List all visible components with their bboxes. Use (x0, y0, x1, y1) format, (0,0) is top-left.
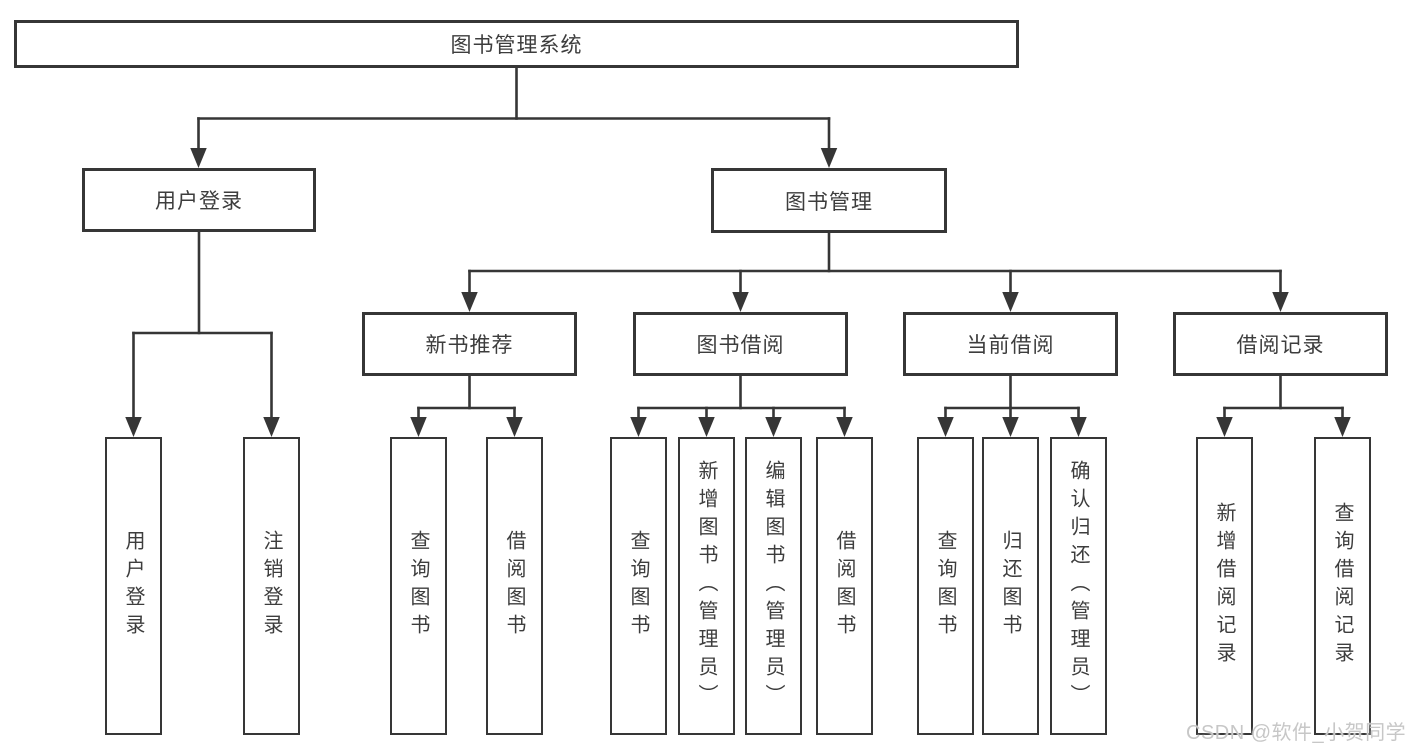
leaf-query-book-borrowing-label: 查询图书 (627, 530, 649, 642)
leaf-confirm-return-admin: 确认归还（管理员） (1050, 437, 1107, 735)
node-new-book-recommend-label: 新书推荐 (425, 334, 514, 357)
node-root: 图书管理系统 (14, 20, 1019, 68)
leaf-user-login-label: 用户登录 (122, 530, 144, 642)
leaf-confirm-return-admin-label: 确认归还（管理员） (1067, 460, 1089, 712)
leaf-borrow-book-borrowing-label: 借阅图书 (833, 530, 855, 642)
leaf-query-borrow-record-label: 查询借阅记录 (1331, 502, 1353, 670)
leaf-user-login: 用户登录 (105, 437, 162, 735)
node-user-login-label: 用户登录 (155, 190, 243, 213)
node-current-borrowing-label: 当前借阅 (966, 334, 1055, 357)
leaf-return-book-label: 归还图书 (999, 530, 1021, 642)
leaf-add-borrow-record-label: 新增借阅记录 (1213, 502, 1235, 670)
leaf-logout-label: 注销登录 (260, 530, 282, 642)
leaf-query-book-current: 查询图书 (917, 437, 974, 735)
leaf-query-book-current-label: 查询图书 (934, 530, 956, 642)
leaf-query-borrow-record: 查询借阅记录 (1314, 437, 1371, 735)
node-current-borrowing: 当前借阅 (903, 312, 1118, 376)
leaf-add-book-admin-label: 新增图书（管理员） (695, 460, 717, 712)
leaf-borrow-book-borrowing: 借阅图书 (816, 437, 873, 735)
leaf-add-book-admin: 新增图书（管理员） (678, 437, 735, 735)
watermark: CSDN @软件_小贺同学 (1186, 722, 1405, 744)
node-borrow-records-label: 借阅记录 (1236, 334, 1325, 357)
node-book-management-label: 图书管理 (785, 190, 873, 214)
node-user-login: 用户登录 (82, 168, 316, 232)
leaf-edit-book-admin: 编辑图书（管理员） (745, 437, 802, 735)
node-book-borrowing: 图书借阅 (633, 312, 848, 376)
node-book-borrowing-label: 图书借阅 (696, 334, 785, 357)
leaf-logout: 注销登录 (243, 437, 300, 735)
leaf-query-book-borrowing: 查询图书 (610, 437, 667, 735)
node-new-book-recommend: 新书推荐 (362, 312, 577, 376)
leaf-borrow-book-recommend-label: 借阅图书 (503, 530, 525, 642)
leaf-query-book-recommend-label: 查询图书 (407, 530, 429, 642)
leaf-add-borrow-record: 新增借阅记录 (1196, 437, 1253, 735)
leaf-edit-book-admin-label: 编辑图书（管理员） (762, 460, 784, 712)
node-root-label: 图书管理系统 (450, 34, 583, 57)
node-borrow-records: 借阅记录 (1173, 312, 1388, 376)
leaf-query-book-recommend: 查询图书 (390, 437, 447, 735)
leaf-borrow-book-recommend: 借阅图书 (486, 437, 543, 735)
node-book-management: 图书管理 (711, 168, 947, 233)
leaf-return-book: 归还图书 (982, 437, 1039, 735)
